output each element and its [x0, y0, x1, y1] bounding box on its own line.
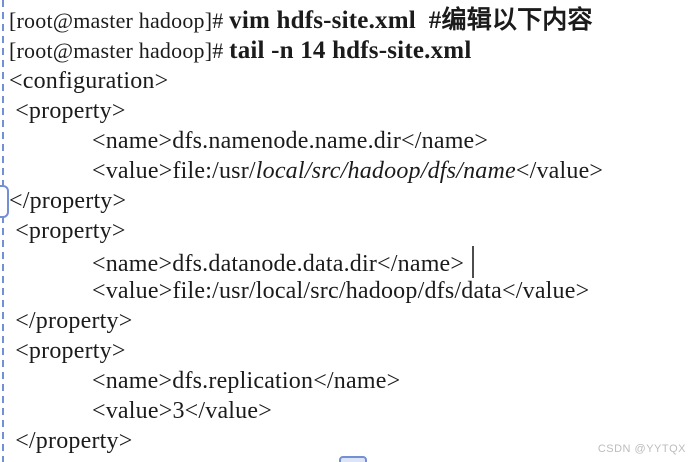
text-segment: <name>dfs.datanode.data.dir</name> [92, 251, 465, 277]
text-segment: <property> [9, 98, 126, 124]
text-line: <value>3</value> [9, 396, 603, 426]
text-segment: <value>3</value> [92, 398, 272, 424]
text-segment: <name>dfs.replication</name> [92, 368, 401, 394]
text-cursor [472, 246, 475, 278]
text-segment: </value> [515, 158, 604, 184]
text-segment: <configuration> [9, 68, 169, 94]
text-line: <name>dfs.datanode.data.dir</name> [9, 246, 603, 278]
text-segment: <value>file:/usr/ [92, 158, 256, 184]
text-line: <configuration> [9, 66, 603, 96]
text-segment: vim hdfs-site.xml #编辑以下内容 [229, 7, 593, 34]
text-line: <property> [9, 96, 603, 126]
text-segment: local/src/hadoop/dfs/name [255, 158, 516, 184]
text-line: [root@master hadoop]# tail -n 14 hdfs-si… [9, 36, 603, 66]
text-line: <name>dfs.replication</name> [9, 366, 603, 396]
text-segment: [root@master hadoop]# [9, 8, 230, 33]
text-segment: [root@master hadoop]# [9, 38, 230, 63]
text-segment: <name>dfs.namenode.name.dir</name> [92, 128, 489, 154]
text-line: </property> [9, 426, 603, 456]
text-segment: </property> [9, 188, 127, 214]
watermark: CSDN @YYTQX [597, 443, 686, 455]
text-line: <value>file:/usr/local/src/hadoop/dfs/na… [9, 156, 603, 186]
text-line: <name>dfs.namenode.name.dir</name> [9, 126, 603, 156]
terminal-text: [root@master hadoop]# vim hdfs-site.xml … [9, 6, 603, 456]
selection-handle-left[interactable] [0, 185, 9, 218]
text-line: <property> [9, 216, 603, 246]
text-line: <property> [9, 336, 603, 366]
text-segment: tail -n 14 hdfs-site.xml [229, 37, 472, 64]
text-line: <value>file:/usr/local/src/hadoop/dfs/da… [9, 276, 603, 306]
text-segment: </property> [9, 428, 133, 454]
text-line: </property> [9, 306, 603, 336]
text-segment: <value>file:/usr/local/src/hadoop/dfs/da… [92, 278, 590, 304]
text-segment: <property> [9, 218, 126, 244]
selection-dashed-border [2, 0, 4, 462]
selection-handle-bottom[interactable] [339, 456, 367, 462]
text-line: [root@master hadoop]# vim hdfs-site.xml … [9, 6, 603, 36]
text-line: </property> [9, 186, 603, 216]
text-segment: </property> [9, 308, 133, 334]
text-segment: <property> [9, 338, 126, 364]
